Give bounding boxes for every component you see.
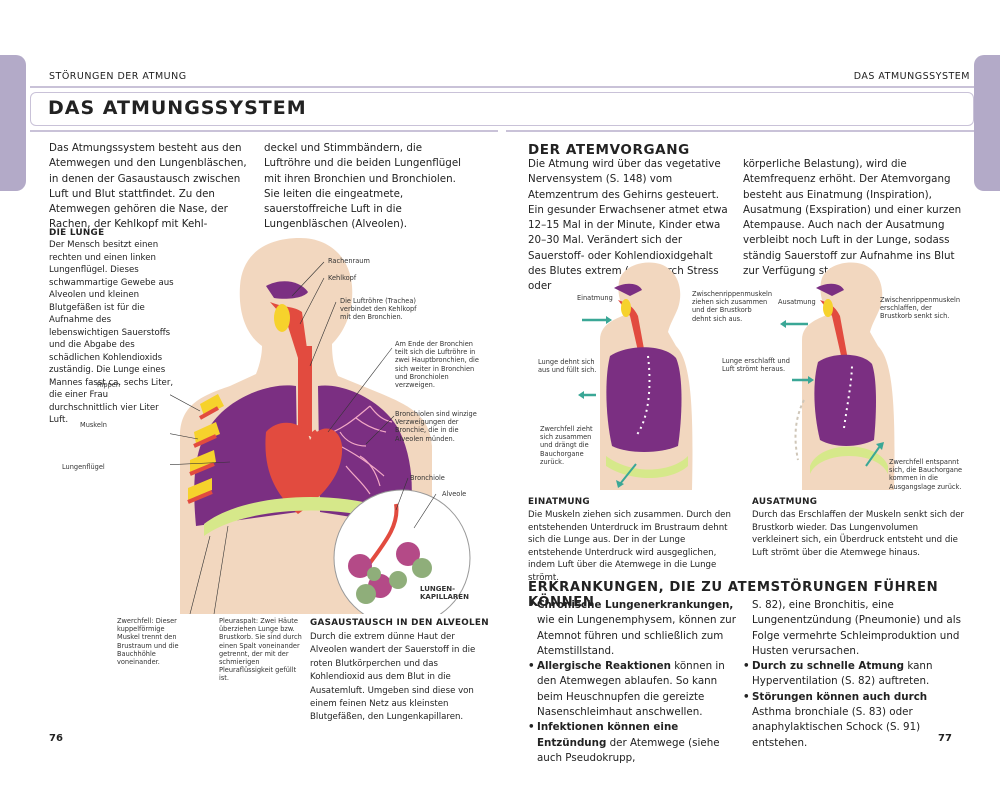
label-rippen: Rippen	[97, 381, 121, 389]
label-bronchiole: Bronchiole	[410, 474, 445, 482]
intro-col2: deckel und Stimmbändern, die Luftröhre u…	[264, 142, 462, 231]
title-underline-left	[30, 130, 498, 132]
erkrankungen-col2: S. 82), eine Bronchitis, eine Lungenentz…	[743, 598, 965, 751]
title-bar	[30, 92, 974, 126]
label-lungenfluegel: Lungenflügel	[62, 463, 105, 471]
atemvorgang-col1: Die Atmung wird über das vegetative Nerv…	[528, 158, 728, 293]
ausatmung-arrows	[780, 320, 814, 461]
gasaustausch-text: Durch die extrem dünne Haut der Alveolen…	[310, 632, 476, 723]
header-rule	[30, 86, 974, 88]
ausatmung-label: Ausatmung	[778, 298, 816, 306]
label-luftroehre: Die Luftröhre (Trachea) verbindet den Ke…	[340, 297, 417, 322]
einatmung-arrows	[578, 316, 612, 399]
bullet-stoerungen: Störungen können auch durch Asthma bronc…	[743, 690, 965, 751]
throat-airway	[270, 302, 308, 358]
ribs	[187, 394, 224, 504]
ausatmung-label-zwerchfell: Zwerchfell entspannt sich, die Bauchorga…	[889, 458, 963, 491]
einatmung-heading: EINATMUNG	[528, 497, 590, 507]
lunge-text: Der Mensch besitzt einen rechten und ein…	[49, 240, 174, 425]
einatmung-diagram	[600, 262, 693, 490]
einatmung-label-zwischenrippen: Zwischenrippenmuskeln ziehen sich zusamm…	[692, 290, 773, 323]
label-muskeln: Muskeln	[80, 421, 107, 429]
right-page-tab	[974, 55, 1000, 191]
trachea	[298, 346, 312, 436]
intro-col1: Das Atmungssystem besteht aus den Atemwe…	[49, 142, 247, 231]
einatmung-diaphragm-arrow	[616, 463, 637, 488]
respiratory-system-diagram	[170, 238, 471, 614]
nasal-cavity	[266, 281, 308, 299]
label-rachenraum: Rachenraum	[328, 257, 370, 265]
running-header-left: STÖRUNGEN DER ATMUNG	[49, 71, 187, 82]
ausatmung-diaphragm-arrow	[865, 442, 884, 467]
einatmung-text: Die Muskeln ziehen sich zusammen. Durch …	[528, 510, 731, 583]
alveoli-clusters	[348, 542, 432, 604]
einatmung-label-zwerchfell: Zwerchfell zieht sich zusammen und dräng…	[540, 425, 593, 466]
label-bronchien: Am Ende der Bronchien teilt sich die Luf…	[395, 340, 479, 390]
bullet-atmung: Durch zu schnelle Atmung kann Hyperventi…	[743, 659, 965, 690]
atemvorgang-heading: DER ATEMVORGANG	[528, 142, 690, 158]
ausatmung-text: Durch das Erschlaffen der Muskeln senkt …	[752, 510, 965, 558]
label-alveole: Alveole	[442, 490, 467, 498]
label-zwerchfell: Zwerchfell: Dieser kuppelförmige Muskel …	[117, 617, 179, 667]
einatmung-label: Einatmung	[577, 294, 613, 302]
bullet-allergische: Allergische Reaktionen können in den Ate…	[528, 659, 738, 720]
bullet-chronische: Chronische Lungenerkrankungen, wie ein L…	[528, 598, 738, 659]
tongue	[274, 304, 290, 332]
page-title: DAS ATMUNGSSYSTEM	[48, 97, 307, 119]
running-header-right: DAS ATMUNGSSYSTEM	[853, 71, 970, 82]
ausatmung-diagram	[802, 262, 895, 490]
main-bronchi	[279, 429, 330, 453]
atemvorgang-col2: körperliche Belastung), wird die Atemfre…	[743, 158, 962, 278]
label-bronchiolen: Bronchiolen sind winzige Verzweigungen d…	[395, 410, 477, 443]
gasaustausch-heading: GASAUSTAUSCH IN DEN ALVEOLEN	[310, 618, 489, 628]
lunge-heading: DIE LUNGE	[49, 228, 105, 238]
bullet-infektionen: Infektionen können eine Entzündung der A…	[528, 720, 738, 766]
label-pleuraspalt: Pleuraspalt: Zwei Häute überziehen Lunge…	[219, 617, 302, 683]
label-kehlkopf: Kehlkopf	[328, 274, 357, 282]
infektionen-continued: S. 82), eine Bronchitis, eine Lungenentz…	[752, 599, 961, 657]
right-lung	[194, 385, 298, 526]
label-lungenkapillaren: LUNGEN-KAPILLAREN	[420, 585, 469, 602]
page-number-left: 76	[49, 733, 63, 744]
ausatmung-label-lunge: Lunge erschlafft und Luft strömt heraus.	[722, 357, 790, 374]
einatmung-label-lunge: Lunge dehnt sich aus und füllt sich.	[538, 358, 597, 375]
erkrankungen-col1: Chronische Lungenerkrankungen, wie ein L…	[528, 598, 738, 766]
ausatmung-label-zwischenrippen: Zwischenrippenmuskeln erschlaffen, der B…	[880, 296, 961, 321]
title-underline-right	[506, 130, 974, 132]
left-page-tab	[0, 55, 26, 191]
ausatmung-heading: AUSATMUNG	[752, 497, 818, 507]
